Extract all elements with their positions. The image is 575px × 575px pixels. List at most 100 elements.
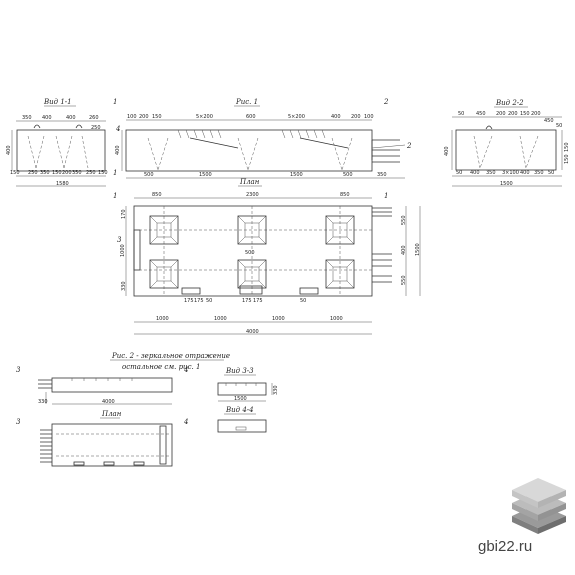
plan-plate-2 bbox=[239, 285, 263, 295]
plan-dim-inner-5: 175 bbox=[253, 298, 263, 304]
v3-body bbox=[217, 382, 267, 396]
v1-dim-bot-7: 150 bbox=[98, 170, 108, 176]
plan-dim-right-0: 550 bbox=[401, 215, 407, 225]
plan-title: План bbox=[239, 178, 260, 186]
f1-dim-top-2: 150 bbox=[152, 114, 162, 120]
v2-body bbox=[455, 129, 557, 171]
view-1-1: Вид 1-1 350 400 400 260 250 400 150 250 … bbox=[6, 98, 108, 187]
plan-plate-1 bbox=[181, 287, 201, 295]
plan-socket-1 bbox=[149, 215, 179, 245]
plan-dim-left-1: 1000 bbox=[120, 244, 126, 257]
f1-dim-top-6: 400 bbox=[331, 114, 341, 120]
plan-dim-total: 4000 bbox=[246, 329, 259, 335]
plan-dim-inner-6: 50 bbox=[300, 298, 306, 304]
fig1-mark-2-top: 2 bbox=[383, 98, 389, 106]
v1-body bbox=[16, 129, 106, 172]
plan-dim-right-1: 400 bbox=[401, 245, 407, 255]
fig2-dim-height: 330 bbox=[38, 399, 48, 405]
plan-dim-bot-1: 1000 bbox=[214, 316, 227, 322]
plan-dim-bot-2: 1000 bbox=[272, 316, 285, 322]
view-2-2: Вид 2-2 50 450 200 200 150 200 450 50 40… bbox=[444, 99, 570, 187]
f1-dim-bot-2: 1500 bbox=[290, 172, 303, 178]
view-3-3-title: Вид 3-3 bbox=[225, 367, 254, 375]
v2-dim-bot-6: 50 bbox=[548, 170, 554, 176]
v1-dim-bot-3: 150 bbox=[52, 170, 62, 176]
v1-dim-bot-2: 350 bbox=[40, 170, 50, 176]
v2-dim-h1: 150 bbox=[564, 142, 570, 152]
fig1-mark-2-side: 2 bbox=[406, 142, 412, 150]
v2-dim-top-1: 450 bbox=[476, 111, 486, 117]
plan-dim-left-0: 170 bbox=[121, 209, 127, 219]
plan-dim-top-1: 2300 bbox=[246, 192, 259, 198]
v2-dim-bot-3: 3×100 bbox=[502, 170, 519, 176]
plan-dim-inner-2: 175 bbox=[194, 298, 204, 304]
figure-2-note: остальное см. рис. 1 bbox=[122, 363, 200, 371]
v1-dim-bot-0: 150 bbox=[10, 170, 20, 176]
figure-2-title: Рис. 2 - зеркальное отражение bbox=[111, 352, 230, 360]
fig1-mark-4: 4 bbox=[115, 125, 120, 133]
view-2-2-title: Вид 2-2 bbox=[495, 99, 524, 107]
v2-dim-bot-2: 350 bbox=[486, 170, 496, 176]
v1-dim-bot-1: 250 bbox=[28, 170, 38, 176]
plan-view: План 1 1 3 850 2300 850 500 175 175 50 1… bbox=[113, 178, 421, 335]
f1-dim-top-0: 100 bbox=[127, 114, 137, 120]
v2-dim-top-4: 150 bbox=[520, 111, 530, 117]
v2-dim-bot-0: 50 bbox=[456, 170, 462, 176]
plan-mark-1-left: 1 bbox=[113, 192, 117, 200]
plan2-plate-3 bbox=[133, 461, 145, 466]
f1-dim-top-5: 5×200 bbox=[288, 114, 305, 120]
v2-dim-bot-5: 350 bbox=[534, 170, 544, 176]
v2-dim-h0: 400 bbox=[444, 146, 450, 156]
plan-dim-top-2: 850 bbox=[340, 192, 350, 198]
plan2-title: План bbox=[101, 410, 122, 418]
view-4-4: Вид 4-4 bbox=[217, 406, 267, 433]
v2-dim-top-0: 50 bbox=[458, 111, 464, 117]
v1-dim-bot-5: 350 bbox=[72, 170, 82, 176]
plan-socket-4 bbox=[149, 259, 179, 289]
v2-dim-top-7: 50 bbox=[556, 123, 562, 129]
plan-dim-left-2: 330 bbox=[121, 281, 127, 291]
plan2-mark-3: 3 bbox=[16, 418, 21, 426]
figure-1-title: Рис. 1 bbox=[235, 98, 258, 106]
plan-dim-inner-1: 175 bbox=[184, 298, 194, 304]
v2-dim-h2: 150 bbox=[564, 154, 570, 164]
plan-dim-inner-0: 500 bbox=[245, 250, 255, 256]
plan-dim-right-2: 550 bbox=[401, 275, 407, 285]
plan-plate-3 bbox=[299, 287, 319, 295]
plan-socket-2 bbox=[237, 215, 267, 245]
v4-body bbox=[217, 419, 267, 433]
plan2-plate-2 bbox=[103, 461, 115, 466]
v1-dim-bot-6: 250 bbox=[86, 170, 96, 176]
fig1-mark-1-bot: 1 bbox=[113, 169, 117, 177]
plan-socket-3 bbox=[325, 215, 355, 245]
fig2-dim-length: 4000 bbox=[102, 399, 115, 405]
f1-dim-top-3: 5×200 bbox=[196, 114, 213, 120]
v2-dim-top-3: 200 bbox=[508, 111, 518, 117]
v2-dim-bot-1: 400 bbox=[470, 170, 480, 176]
f1-dim-bot-1: 1500 bbox=[199, 172, 212, 178]
view-4-4-title: Вид 4-4 bbox=[225, 406, 254, 414]
v1-dim-top-1: 400 bbox=[42, 115, 52, 121]
v1-dim-height: 400 bbox=[6, 145, 12, 155]
f1-dim-top-4: 600 bbox=[246, 114, 256, 120]
fig2-mark-4: 4 bbox=[183, 366, 188, 374]
f1-body bbox=[125, 129, 373, 172]
plan-left-notch bbox=[133, 229, 141, 271]
v2-dim-bot-4: 400 bbox=[520, 170, 530, 176]
site-url: gbi22.ru bbox=[478, 538, 532, 555]
fig2-body bbox=[51, 377, 173, 393]
plan2-slab bbox=[51, 423, 173, 467]
view-1-1-title: Вид 1-1 bbox=[43, 98, 72, 106]
plan-dim-top-0: 850 bbox=[152, 192, 162, 198]
v2-dim-top-6: 450 bbox=[544, 118, 554, 124]
v1-dim-top-0: 350 bbox=[22, 115, 32, 121]
plan-dim-right-total: 1500 bbox=[415, 243, 421, 256]
v1-dim-total: 1580 bbox=[56, 181, 69, 187]
fig2-mark-3: 3 bbox=[16, 366, 21, 374]
v1-dim-top-2: 400 bbox=[66, 115, 76, 121]
v2-dim-top-5: 200 bbox=[531, 111, 541, 117]
v3-dim-length: 1500 bbox=[234, 396, 247, 402]
plan-socket-6 bbox=[325, 259, 355, 289]
v3-dim-height: 330 bbox=[273, 385, 279, 395]
